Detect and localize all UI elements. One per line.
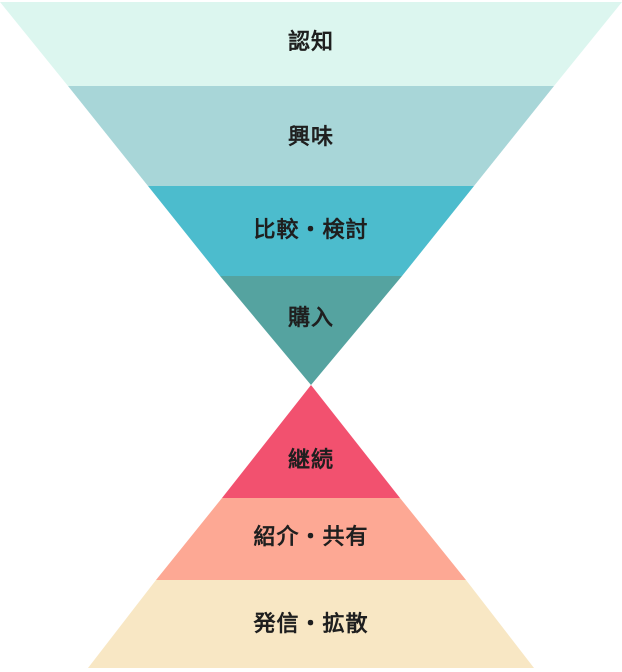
pyramid-stage-advocacy[interactable] bbox=[88, 580, 534, 668]
funnel-stage-awareness[interactable] bbox=[0, 2, 622, 86]
funnel-stage-purchase[interactable] bbox=[220, 276, 402, 385]
pyramid-stage-referral[interactable] bbox=[156, 498, 466, 580]
pyramid-stage-retention[interactable] bbox=[222, 385, 400, 498]
funnel-stage-comparison[interactable] bbox=[148, 186, 474, 276]
funnel-stage-interest[interactable] bbox=[68, 86, 554, 186]
